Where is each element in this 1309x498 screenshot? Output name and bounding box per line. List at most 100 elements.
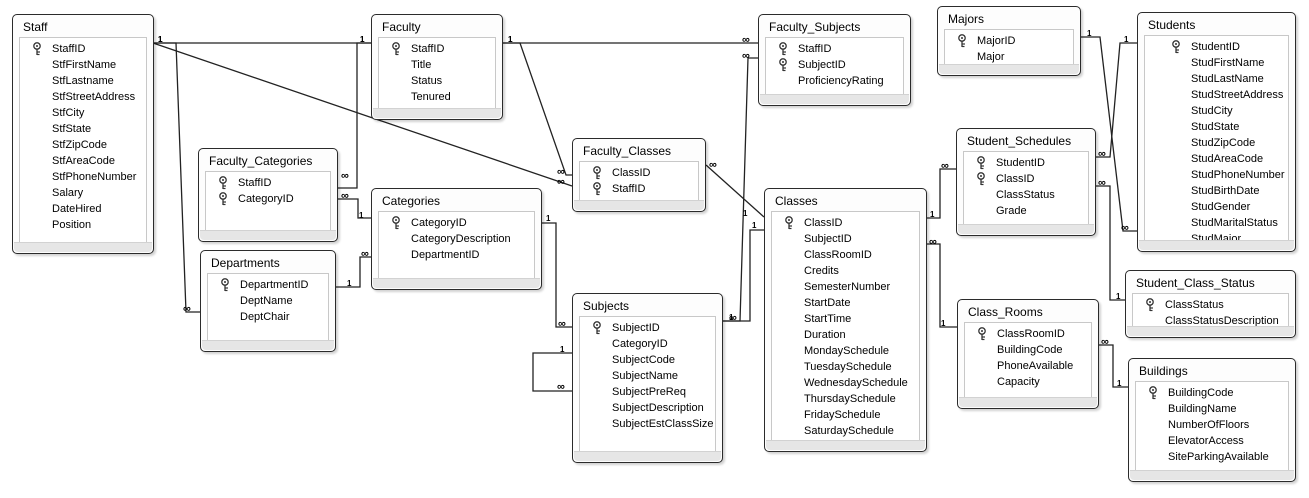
field-departmentid[interactable]: DepartmentID [411,249,480,261]
field-staffid[interactable]: StaffID [238,177,272,189]
field-grade[interactable]: Grade [996,205,1027,217]
field-numberoffloors[interactable]: NumberOfFloors [1168,419,1250,431]
field-classroomid[interactable]: ClassRoomID [997,328,1065,340]
relationship-line[interactable] [542,222,572,328]
field-studlastname[interactable]: StudLastName [1191,73,1264,85]
field-studbirthdate[interactable]: StudBirthDate [1191,185,1260,197]
field-subjectid[interactable]: SubjectID [612,322,660,334]
field-classroomid[interactable]: ClassRoomID [804,249,872,261]
field-proficiencyrating[interactable]: ProficiencyRating [798,75,884,87]
field-saturdayschedule[interactable]: SaturdaySchedule [804,425,894,437]
field-starttime[interactable]: StartTime [804,313,852,325]
field-deptname[interactable]: DeptName [240,295,293,307]
field-datehired[interactable]: DateHired [52,203,102,215]
field-stfstreetaddress[interactable]: StfStreetAddress [52,91,136,103]
field-classid[interactable]: ClassID [612,167,651,179]
field-classstatusdescription[interactable]: ClassStatusDescription [1165,315,1279,327]
field-studareacode[interactable]: StudAreaCode [1191,153,1264,165]
field-stfareacode[interactable]: StfAreaCode [52,155,115,167]
field-studphonenumber[interactable]: StudPhoneNumber [1191,169,1285,181]
relationship-line[interactable] [927,168,956,219]
relationship-line[interactable] [152,42,573,187]
field-deptchair[interactable]: DeptChair [240,311,290,323]
field-salary[interactable]: Salary [52,187,84,199]
field-categorydescription[interactable]: CategoryDescription [411,233,511,245]
field-stfzipcode[interactable]: StfZipCode [52,139,108,151]
field-studstreetaddress[interactable]: StudStreetAddress [1191,89,1284,101]
field-list[interactable]: MajorID Major [944,29,1074,65]
field-status[interactable]: Status [411,75,443,87]
field-position[interactable]: Position [52,219,92,231]
relationship-line[interactable] [705,164,765,218]
field-classstatus[interactable]: ClassStatus [1165,299,1224,311]
relationship-line[interactable] [1096,185,1125,301]
field-title[interactable]: Title [411,59,432,71]
field-semesternumber[interactable]: SemesterNumber [804,281,891,293]
field-elevatoraccess[interactable]: ElevatorAccess [1168,435,1244,447]
field-list[interactable]: StaffID CategoryID [205,171,331,231]
field-duration[interactable]: Duration [804,329,846,341]
field-major[interactable]: Major [977,51,1005,63]
field-subjectid[interactable]: SubjectID [804,233,852,245]
field-categoryid[interactable]: CategoryID [411,217,467,229]
field-stfcity[interactable]: StfCity [52,107,85,119]
field-classid[interactable]: ClassID [804,217,843,229]
field-capacity[interactable]: Capacity [997,376,1040,388]
field-staffid[interactable]: StaffID [52,43,86,55]
relationship-line[interactable] [723,229,764,322]
relationship-line[interactable] [336,256,371,288]
field-tenured[interactable]: Tenured [411,91,451,103]
field-list[interactable]: ClassID StaffID [579,161,699,201]
field-siteparkingavailable[interactable]: SiteParkingAvailable [1168,451,1269,463]
field-staffid[interactable]: StaffID [798,43,832,55]
field-staffid[interactable]: StaffID [612,183,646,195]
field-majorid[interactable]: MajorID [977,35,1016,47]
field-tuesdayschedule[interactable]: TuesdaySchedule [804,361,892,373]
relationship-line[interactable] [723,57,758,322]
field-subjectname[interactable]: SubjectName [612,370,679,382]
field-stffirstname[interactable]: StfFirstName [52,59,117,71]
field-classid[interactable]: ClassID [996,173,1035,185]
field-thursdayschedule[interactable]: ThursdaySchedule [804,393,896,405]
relationship-line[interactable] [503,42,572,176]
relationship-line[interactable] [532,352,572,392]
field-phoneavailable[interactable]: PhoneAvailable [997,360,1074,372]
relationship-line[interactable] [1096,42,1137,158]
field-credits[interactable]: Credits [804,265,839,277]
field-stfstate[interactable]: StfState [52,123,92,135]
field-studstate[interactable]: StudState [1191,121,1240,133]
field-buildingname[interactable]: BuildingName [1168,403,1237,415]
field-buildingcode[interactable]: BuildingCode [997,344,1063,356]
field-studgender[interactable]: StudGender [1191,201,1251,213]
field-subjectdescription[interactable]: SubjectDescription [612,402,704,414]
field-categoryid[interactable]: CategoryID [238,193,294,205]
relationship-line[interactable] [338,198,371,219]
field-studcity[interactable]: StudCity [1191,105,1233,117]
field-stflastname[interactable]: StfLastname [52,75,114,87]
field-startdate[interactable]: StartDate [804,297,851,309]
relationship-line[interactable] [338,42,371,189]
relationship-line[interactable] [1099,344,1128,388]
